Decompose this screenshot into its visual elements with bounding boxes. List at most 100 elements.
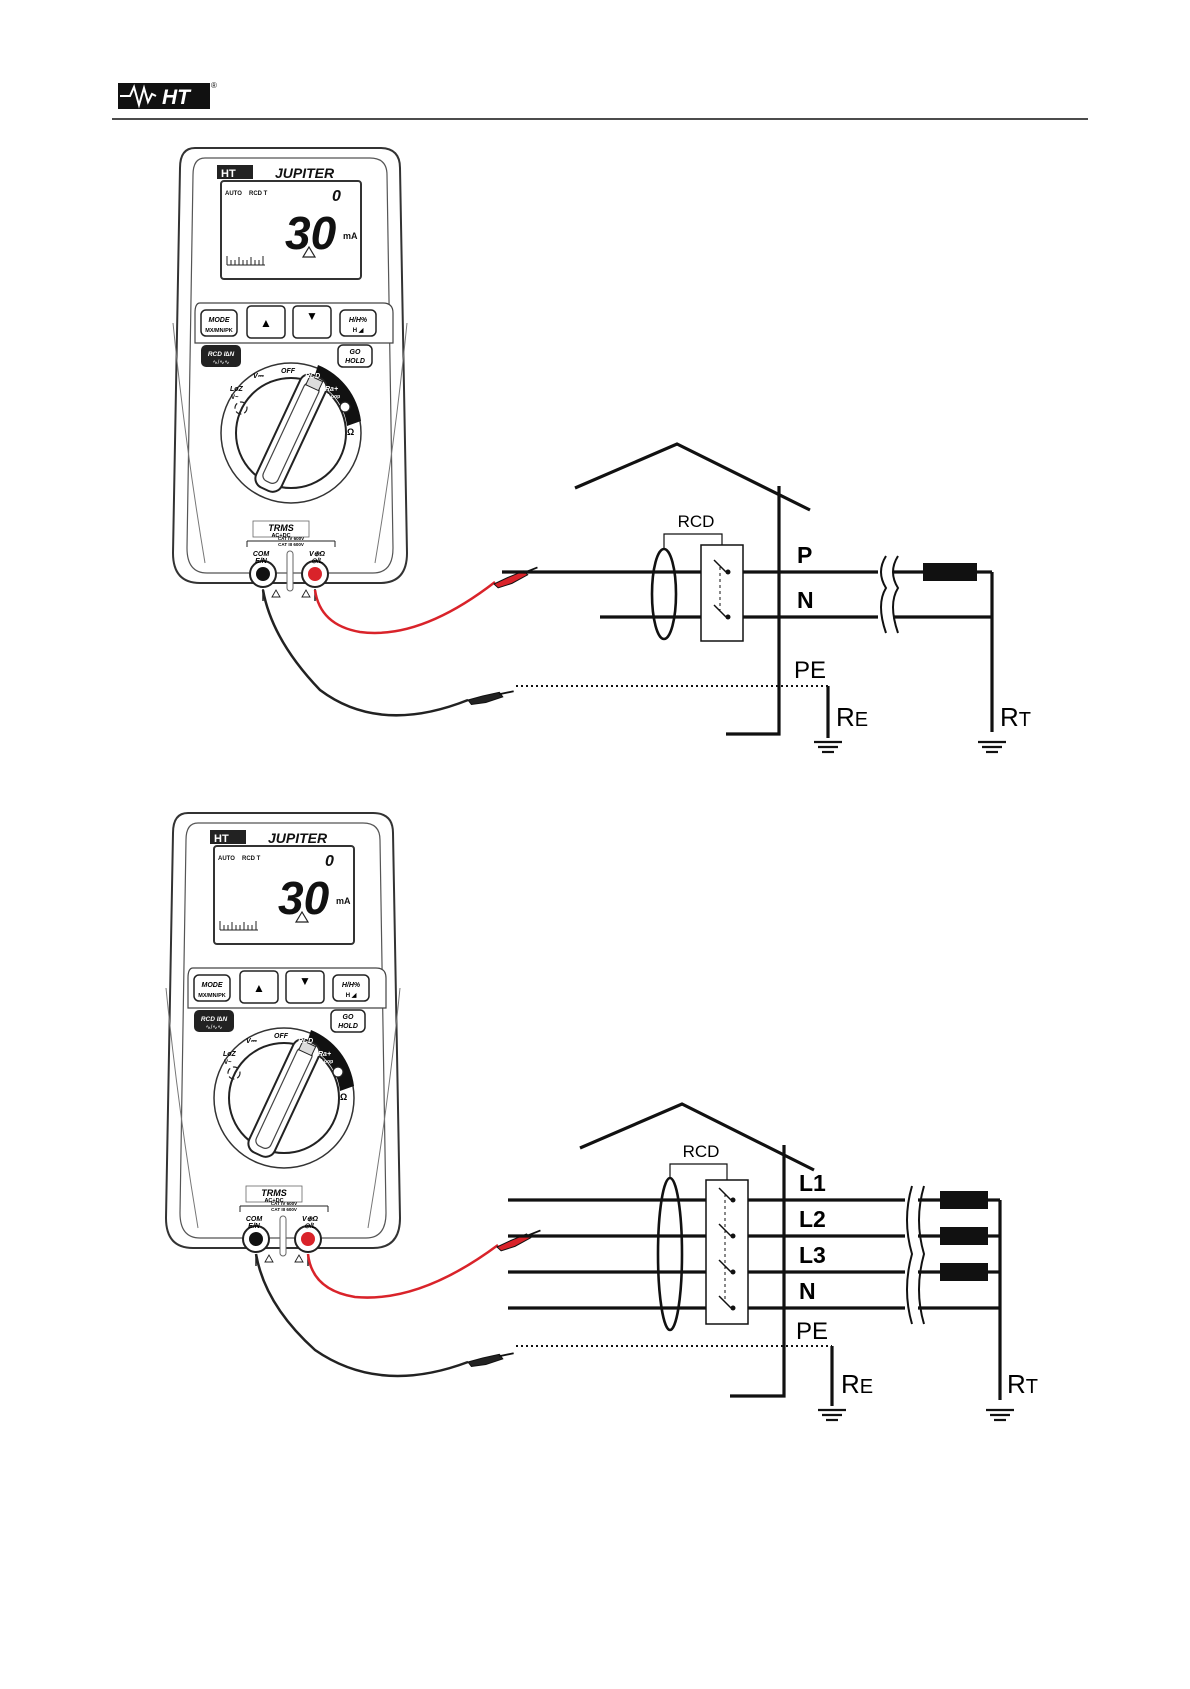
- rcd-button[interactable]: RCD I∆N: [208, 351, 235, 358]
- dial-v: V⎓: [246, 1038, 258, 1045]
- label-pe: PE: [794, 657, 826, 684]
- vl-label: V⊕Ω: [309, 551, 326, 558]
- lcd-rcd: RCD T: [242, 856, 261, 862]
- lcd-small-value: 0: [325, 853, 334, 870]
- label-l2: L2: [799, 1206, 826, 1232]
- dial-ra: Ra+: [325, 386, 338, 393]
- hold-button-sub: H ◢: [346, 992, 357, 999]
- label-l1: L1: [799, 1170, 826, 1196]
- rcd-box: [700, 544, 744, 642]
- cat-iv: CAT IV 600V: [271, 1201, 297, 1206]
- ground-re-icon: [812, 736, 844, 754]
- cable-break-left: [906, 1185, 914, 1325]
- logo-text: HT: [162, 86, 192, 109]
- cat-iv: CAT IV 600V: [278, 536, 304, 541]
- up-button[interactable]: ▲: [253, 981, 265, 995]
- rcd-label: RCD: [683, 1142, 720, 1161]
- rcd-bracket: [669, 1163, 728, 1180]
- label-pe: PE: [796, 1318, 828, 1345]
- ht-logo: HT ®: [118, 81, 217, 109]
- hold-button[interactable]: H/H%: [349, 317, 368, 324]
- meter-brand: HT: [221, 168, 236, 180]
- vl-sub: ⊙/L: [311, 558, 323, 565]
- com-label: COM: [253, 551, 270, 558]
- dial-rcd: RCD: [305, 373, 320, 380]
- go-button[interactable]: GO: [343, 1014, 354, 1021]
- rcd-box: [705, 1179, 749, 1325]
- dial-off: OFF: [274, 1033, 289, 1040]
- mode-button-sub: MX/MN/PK: [205, 328, 233, 334]
- rcd-button[interactable]: RCD I∆N: [201, 1016, 228, 1023]
- load-resistor: [923, 563, 977, 581]
- rcd-contact-p: [713, 559, 727, 573]
- multimeter-bottom: HT JUPITER AUTO RCD T 0 30 mA MODE MX/MN…: [165, 812, 401, 1267]
- rcd-contact-n: [713, 604, 727, 618]
- house-wall: [726, 486, 781, 736]
- vl-sub: ⊙/L: [304, 1223, 316, 1230]
- mode-button[interactable]: MODE: [209, 317, 230, 324]
- dial-loz: LoZ: [230, 386, 244, 393]
- lcd-auto: AUTO: [225, 191, 242, 197]
- rcd-button-sub: ∿/∿∿: [206, 1025, 223, 1031]
- rcd-label: RCD: [678, 512, 715, 531]
- hold-button[interactable]: H/H%: [342, 982, 361, 989]
- vl-label: V⊕Ω: [302, 1216, 319, 1223]
- meter-model: JUPITER: [268, 830, 328, 846]
- hold-button-sub: H ◢: [353, 327, 364, 334]
- dial-rcd: RCD: [298, 1038, 313, 1045]
- red-test-lead: [306, 1243, 499, 1299]
- header: HT ®: [112, 81, 1088, 120]
- load-resistor-l2: [940, 1227, 988, 1245]
- label-p: P: [797, 542, 812, 568]
- dial-loz: LoZ: [223, 1051, 237, 1058]
- cat-iii: CAT III 600V: [278, 542, 304, 547]
- down-button[interactable]: ▼: [299, 974, 311, 988]
- lcd-small-value: 0: [332, 188, 341, 205]
- house-roof: [574, 442, 811, 512]
- dial-off: OFF: [281, 368, 296, 375]
- label-re: RE: [841, 1369, 873, 1399]
- lcd-auto: AUTO: [218, 856, 235, 862]
- figure-single-phase: HT JUPITER AUTO RCD T 0 30 mA MODE MX/MN…: [172, 147, 1031, 754]
- label-n: N: [799, 1278, 816, 1304]
- dial-loop: Loop: [328, 394, 340, 400]
- cat-iii: CAT III 600V: [271, 1207, 297, 1212]
- dial-ohm: Ω: [347, 427, 354, 437]
- go-button[interactable]: GO: [350, 349, 361, 356]
- load-resistor-l3: [940, 1263, 988, 1281]
- house-wall: [730, 1145, 786, 1398]
- lcd-unit: mA: [336, 896, 351, 906]
- dial-ra: Ra+: [318, 1051, 331, 1058]
- acdc-label: AC+DC: [271, 533, 290, 539]
- acdc-label: AC+DC: [264, 1198, 283, 1204]
- com-sub: E/N: [248, 1223, 261, 1230]
- mode-button[interactable]: MODE: [202, 982, 223, 989]
- go-button-sub: HOLD: [338, 1023, 358, 1030]
- com-sub: E/N: [255, 558, 268, 565]
- label-rt: RT: [1007, 1369, 1038, 1399]
- continuity-icon: [234, 401, 248, 415]
- dial-loz-sub: V~: [224, 1060, 232, 1066]
- red-test-lead: [313, 581, 496, 635]
- meter-brand: HT: [214, 833, 229, 845]
- rcd-bracket: [663, 533, 723, 549]
- ground-rt-icon: [976, 736, 1008, 754]
- label-n: N: [797, 587, 814, 613]
- lcd-main-value: 30: [278, 872, 330, 924]
- red-probe-clip: [495, 1229, 543, 1252]
- trms-label: TRMS: [261, 1188, 287, 1198]
- label-l3: L3: [799, 1242, 826, 1268]
- figure-three-phase: HT JUPITER AUTO RCD T 0 30 mA MODE MX/MN…: [165, 812, 1038, 1422]
- house-roof: [579, 1102, 815, 1172]
- com-label: COM: [246, 1216, 263, 1223]
- cable-break-right: [918, 1185, 926, 1325]
- dial-loop: Loop: [321, 1059, 333, 1065]
- dial-loz-sub: V~: [231, 395, 239, 401]
- rcd-button-sub: ∿/∿∿: [213, 360, 230, 366]
- down-button[interactable]: ▼: [306, 309, 318, 323]
- up-button[interactable]: ▲: [260, 316, 272, 330]
- continuity-icon: [227, 1066, 241, 1080]
- black-probe-clip: [466, 684, 515, 711]
- trms-label: TRMS: [268, 523, 294, 533]
